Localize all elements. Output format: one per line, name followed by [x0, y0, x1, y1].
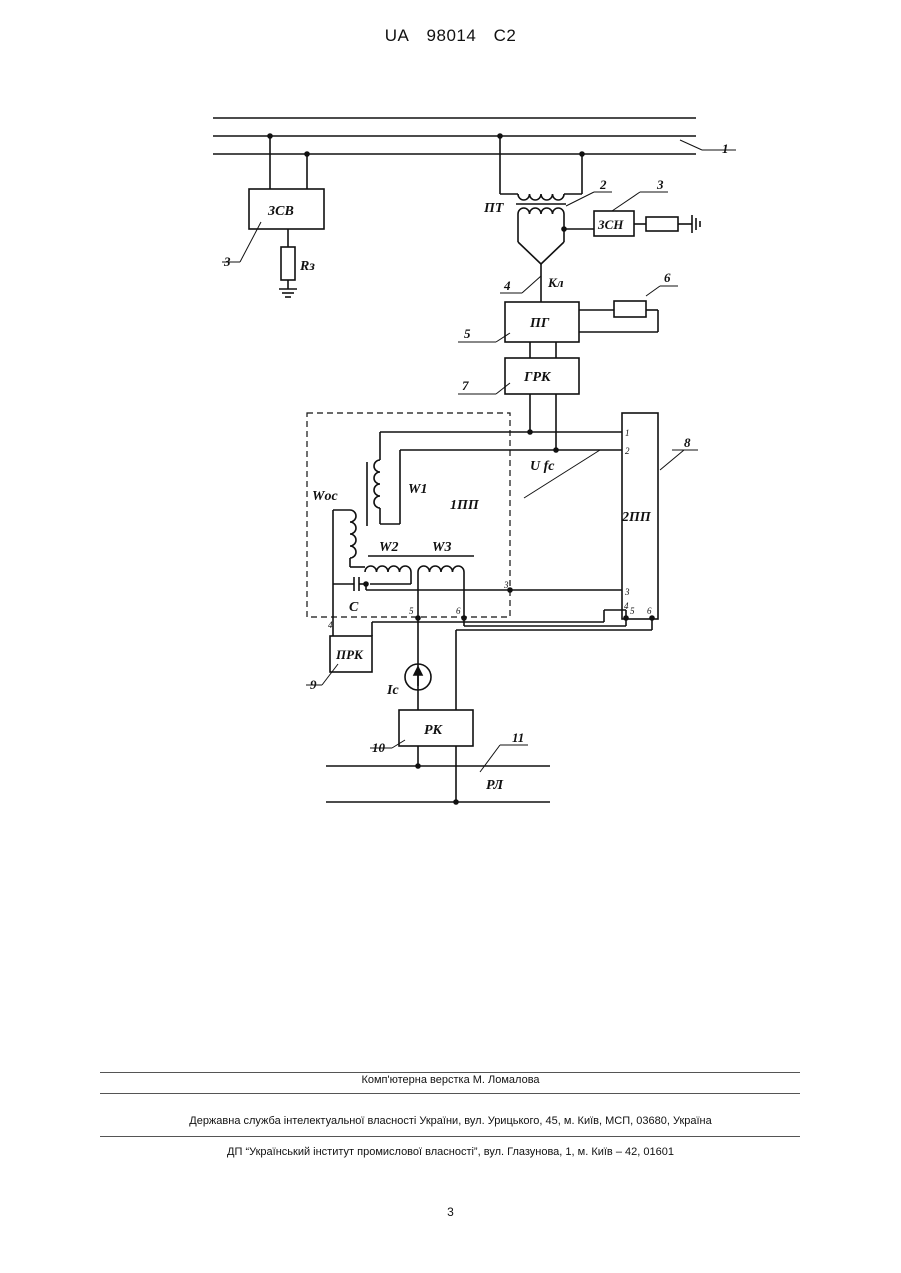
ref-number: 8 [684, 435, 691, 450]
w2-coil [365, 566, 411, 572]
label-kl: Кл [547, 275, 564, 290]
ref-number: 3 [223, 254, 231, 269]
pp1-boundary [307, 413, 510, 617]
woc-coil [350, 510, 356, 558]
ref-number: 10 [372, 740, 386, 755]
ref-number: 9 [310, 677, 317, 692]
label-c: C [349, 600, 359, 615]
label-pp1: 1ПП [450, 498, 480, 513]
label-pp2: 2ПП [621, 510, 652, 525]
circuit-diagram: ЗСВ Rз ПТ ЗСН Кл ПГ ГРК U fc W1 Wос W2 W… [0, 0, 901, 820]
pt-secondary-coil [518, 208, 564, 214]
footer-rule-3 [100, 1136, 800, 1137]
label-w2: W2 [379, 540, 398, 555]
pin-label: 6 [647, 606, 652, 616]
w3-coil [418, 566, 464, 572]
ref-number: 7 [462, 378, 469, 393]
zsn-resistor [646, 217, 678, 231]
ref-number: 3 [656, 177, 664, 192]
label-grk: ГРК [523, 370, 552, 385]
pin-label: 5 [630, 606, 635, 616]
pin-label: 4 [624, 601, 629, 611]
ref-number: 11 [512, 730, 524, 745]
label-prk: ПРК [335, 647, 364, 662]
label-w1: W1 [408, 482, 427, 497]
label-woc: Wос [312, 489, 338, 504]
label-zsv: ЗСВ [267, 204, 294, 219]
footer-typesetter: Комп'ютерна верстка М. Ломалова [0, 1074, 901, 1086]
leader-1 [680, 140, 702, 150]
pin-label: 6 [456, 606, 461, 616]
footer-rule-2 [100, 1093, 800, 1094]
ref-number: 1 [722, 141, 729, 156]
w1-coil [374, 460, 380, 508]
label-rk: РК [424, 723, 444, 738]
pin-label: 5 [409, 606, 414, 616]
pin-label: 3 [624, 587, 630, 597]
footer-rule-1 [100, 1072, 800, 1073]
pg-resistor [614, 301, 646, 317]
pt-primary-coil [518, 194, 564, 200]
page-number: 3 [0, 1205, 901, 1219]
ref-number: 4 [503, 278, 511, 293]
pin-label: 3 [503, 580, 509, 590]
label-ufc: U fc [530, 459, 555, 474]
label-pt: ПТ [483, 201, 505, 216]
footer-institute-address: ДП “Український інститут промислової вла… [0, 1146, 901, 1158]
pin-label: 1 [625, 428, 630, 438]
pin-label: 2 [625, 446, 630, 456]
label-rz: Rз [299, 259, 315, 274]
label-zsn: ЗСН [597, 217, 624, 232]
pin-label: 4 [328, 620, 333, 630]
rz-resistor [281, 247, 295, 280]
label-ic: Iс [386, 683, 399, 698]
label-rl: РЛ [486, 778, 503, 793]
ref-number: 6 [664, 270, 671, 285]
ref-number: 2 [599, 177, 607, 192]
label-pg: ПГ [529, 316, 550, 331]
label-w3: W3 [432, 540, 451, 555]
ref-number: 5 [464, 326, 471, 341]
footer-office-address: Державна служба інтелектуальної власност… [0, 1115, 901, 1127]
